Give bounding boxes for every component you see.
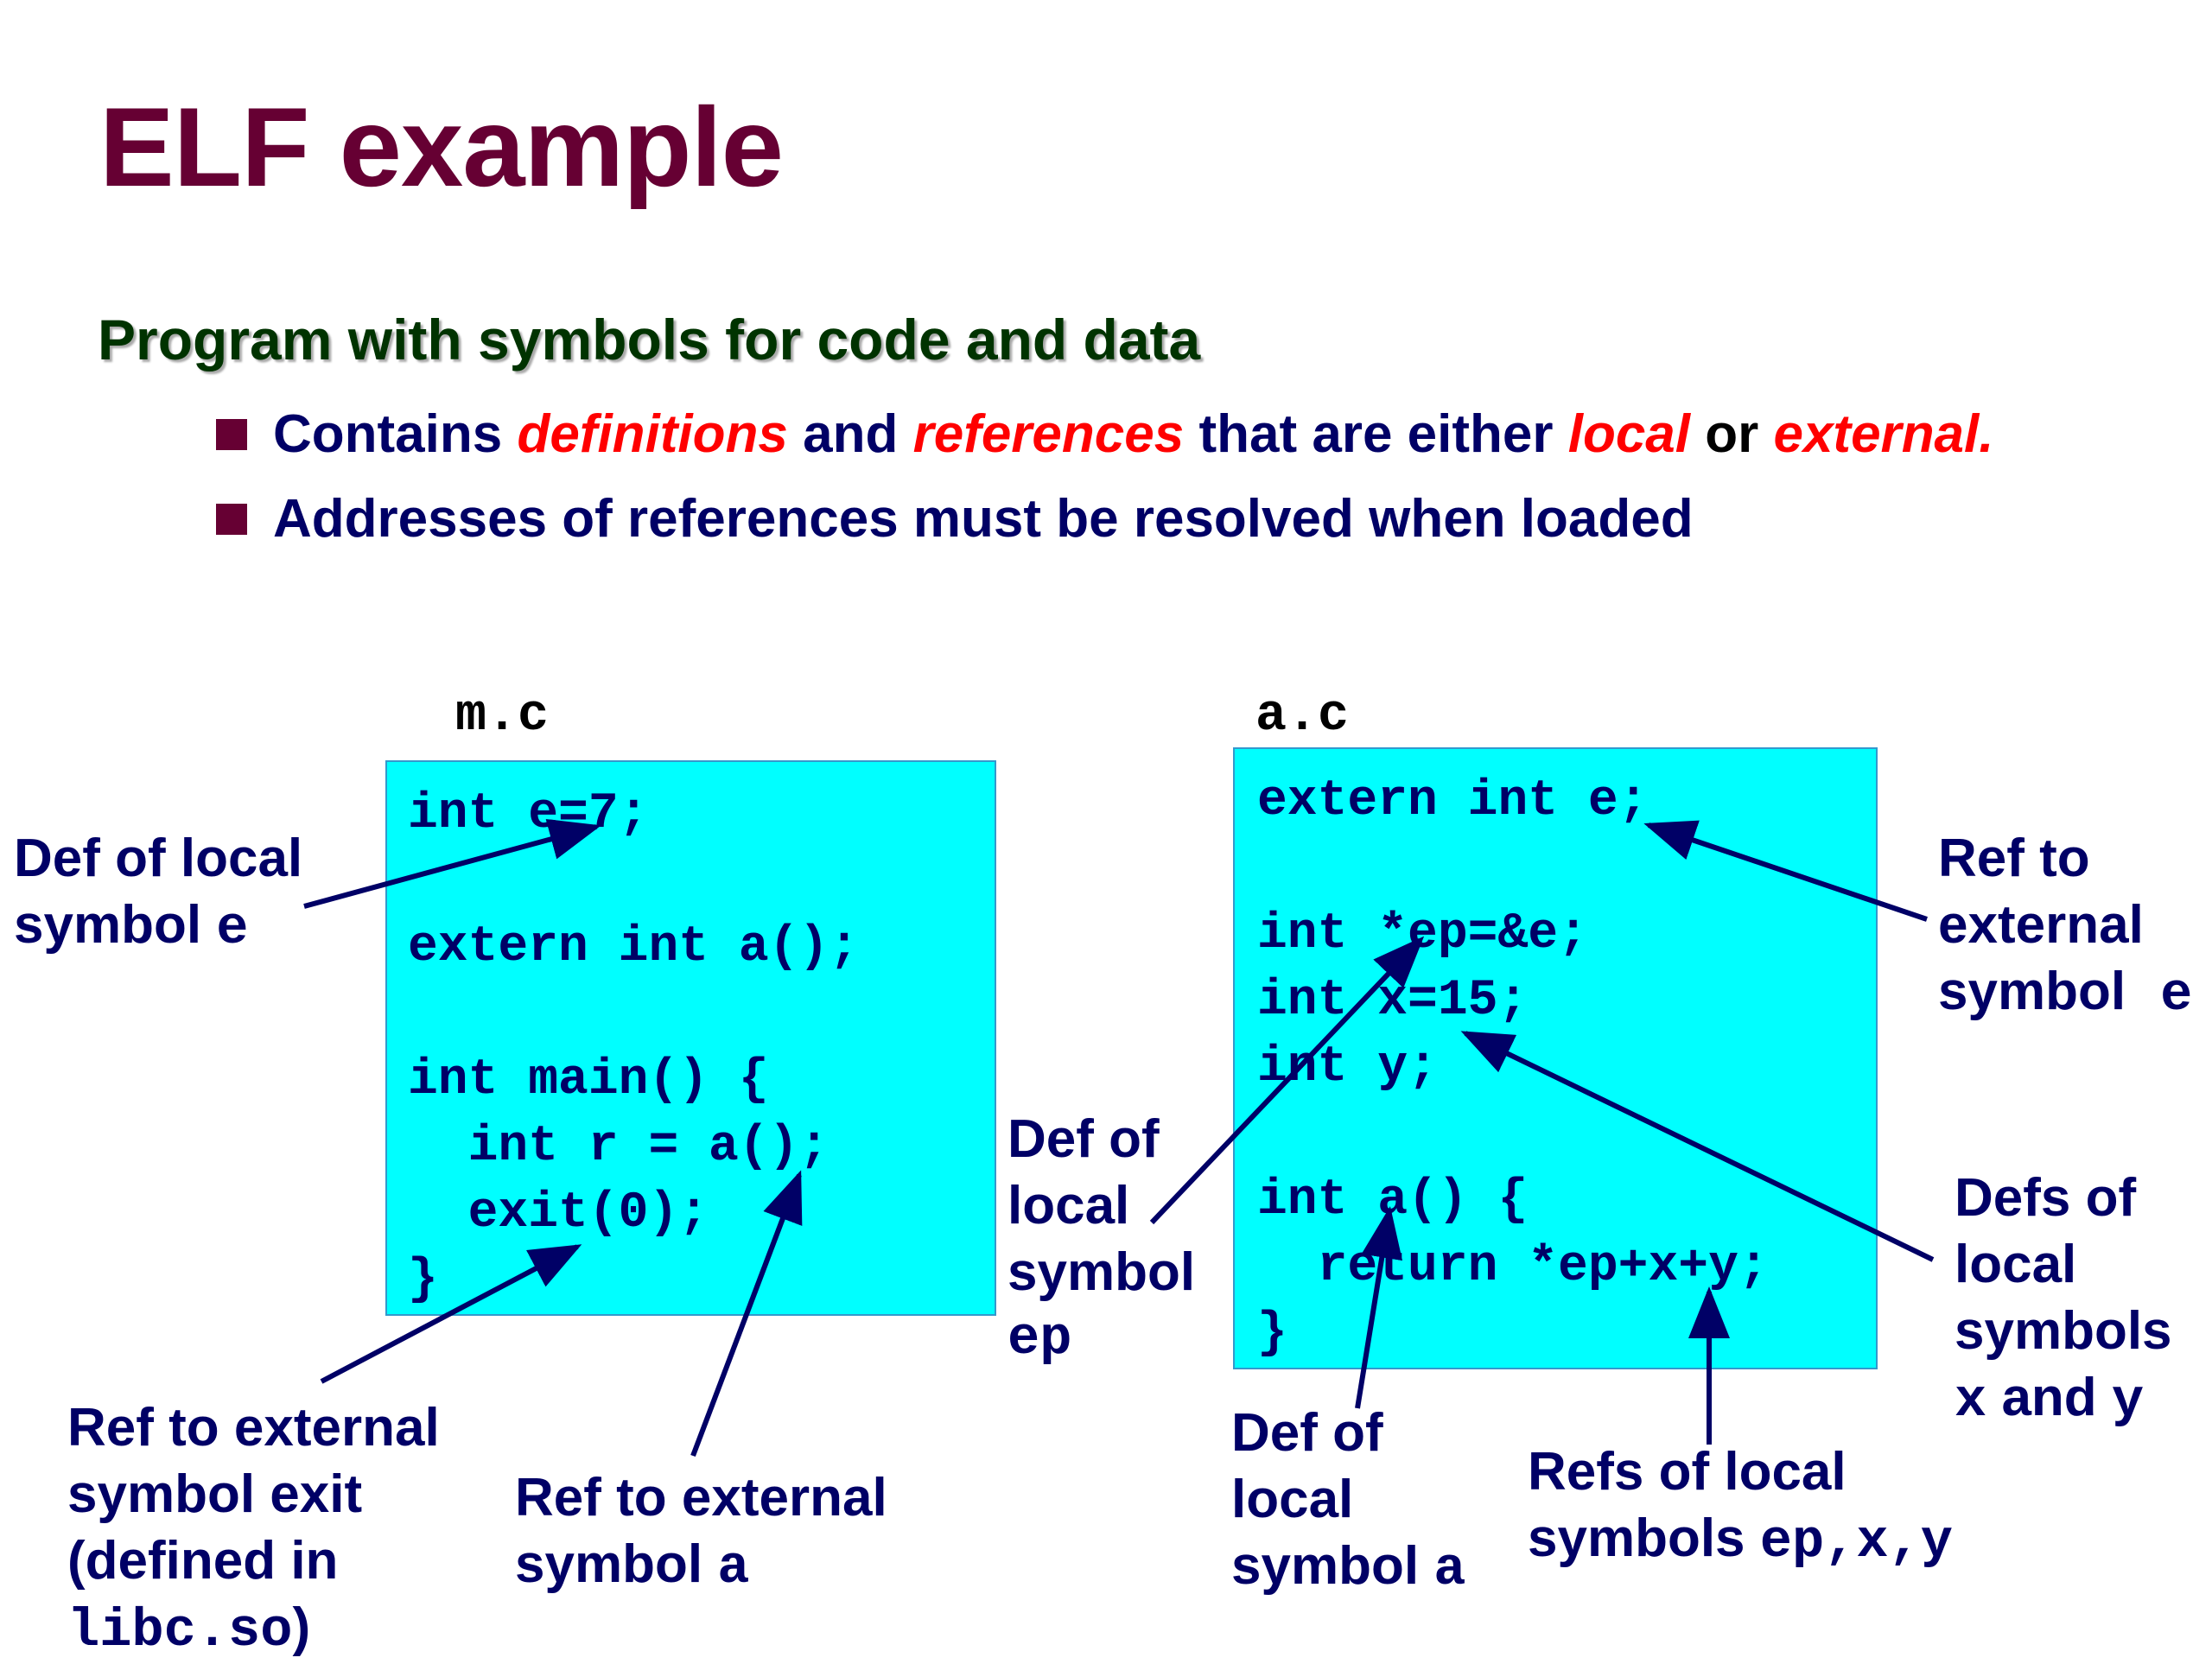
- code-m: int e=7; extern int a(); int main() { in…: [408, 786, 860, 1308]
- emphasis-definitions: definitions: [517, 404, 788, 464]
- annotation-line: Ref to external: [515, 1468, 887, 1527]
- page-subtitle: Program with symbols for code and data: [98, 308, 1201, 372]
- library-name: libc.so: [67, 1600, 293, 1661]
- symbol-name: e: [2160, 964, 2193, 1026]
- bullet-addresses: Addresses of references must be resolved…: [216, 488, 1694, 549]
- annotation-def-local-ep: Def of local symbol ep: [1007, 1106, 1195, 1372]
- bullet-text-part: and: [787, 404, 913, 464]
- annotation-line: Ref to external: [67, 1398, 440, 1458]
- emphasis-local: local: [1567, 404, 1691, 464]
- file-name-a: a.c: [1255, 687, 1350, 746]
- bullet-square-icon: [216, 418, 247, 450]
- bullet-text: Addresses of references must be resolved…: [273, 489, 1694, 549]
- file-name-m: m.c: [455, 687, 550, 746]
- annotation-line: local: [1007, 1176, 1130, 1235]
- code-box-m: int e=7; extern int a(); int main() { in…: [385, 760, 996, 1316]
- bullet-text-part: Contains: [273, 404, 518, 464]
- arrow-defs-local-xy: [1460, 1031, 1935, 1262]
- emphasis-references: references: [912, 404, 1185, 464]
- symbol-name: ep: [1007, 1308, 1072, 1369]
- annotation-line: ): [292, 1597, 311, 1657]
- annotation-line: Def of: [1231, 1403, 1383, 1463]
- bullet-text: Contains definitions and references that…: [273, 403, 1994, 465]
- annotation-defs-local-xy: Defs of local symbols x and y: [1955, 1165, 2172, 1434]
- annotation-line: symbols: [1955, 1301, 2172, 1361]
- annotation-line: Defs of: [1955, 1168, 2137, 1228]
- annotation-ref-ext-exit: Ref to external symbol exit (defined in …: [67, 1394, 440, 1664]
- arrow-ref-ext-a: [690, 1170, 803, 1458]
- annotation-line: symbol: [515, 1534, 718, 1594]
- annotation-line: Ref to: [1938, 829, 2090, 888]
- annotation-ref-ext-a: Ref to external symbol a: [515, 1464, 887, 1601]
- annotation-line: symbol exit: [67, 1464, 363, 1524]
- symbol-name: ep,x,y: [1759, 1511, 1954, 1572]
- annotation-line: Def of: [1007, 1109, 1160, 1169]
- annotation-line: symbol: [1231, 1536, 1434, 1596]
- bullet-text-part: or: [1690, 404, 1774, 464]
- arrow-def-local-e: [303, 819, 601, 909]
- arrow-def-local-a: [1355, 1206, 1403, 1409]
- page-title: ELF example: [99, 84, 784, 210]
- emphasis-external: external.: [1773, 404, 1994, 464]
- arrow-ref-ext-e: [1643, 820, 1928, 922]
- annotation-line: Refs of local: [1528, 1442, 1847, 1502]
- annotation-line: Def of local: [14, 829, 303, 888]
- code-a: extern int e; int *ep=&e; int x=15; int …: [1257, 773, 1769, 1362]
- annotation-line: local: [1231, 1470, 1354, 1529]
- bullet-text-part: that are either: [1184, 404, 1568, 464]
- symbol-name: y: [2111, 1370, 2145, 1432]
- code-box-a: extern int e; int *ep=&e; int x=15; int …: [1233, 747, 1878, 1369]
- symbol-name: e: [216, 898, 249, 959]
- arrow-ref-ext-exit: [320, 1244, 582, 1384]
- annotation-line: symbol: [1007, 1242, 1196, 1302]
- annotation-refs-local: Refs of local symbols ep,x,y: [1528, 1439, 1953, 1575]
- annotation-def-local-a: Def of local symbol a: [1231, 1400, 1466, 1603]
- annotation-line: symbol: [14, 895, 217, 955]
- symbol-name: x: [1955, 1370, 1987, 1432]
- bullet-definitions: Contains definitions and references that…: [216, 403, 1994, 465]
- annotation-line: (defined in: [67, 1531, 339, 1591]
- annotation-line: external: [1938, 895, 2144, 955]
- symbol-name: a: [1433, 1539, 1466, 1600]
- symbol-name: a: [717, 1537, 750, 1598]
- annotation-def-local-e: Def of local symbol e: [14, 825, 302, 962]
- annotation-line: symbols: [1528, 1508, 1760, 1568]
- annotation-line: local: [1955, 1235, 2077, 1294]
- arrow-def-local-ep: [1149, 936, 1425, 1225]
- annotation-line: and: [1986, 1368, 2112, 1427]
- bullet-square-icon: [216, 503, 247, 535]
- annotation-line: symbol: [1938, 962, 2126, 1021]
